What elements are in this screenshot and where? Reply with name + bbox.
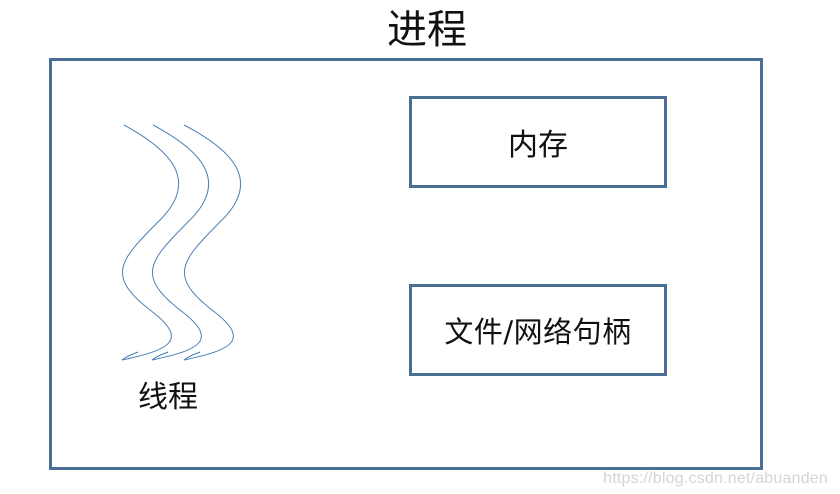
process-box bbox=[49, 58, 763, 470]
process-title: 进程 bbox=[387, 7, 467, 53]
thread-line-3 bbox=[183, 124, 242, 361]
thread-label: 线程 bbox=[138, 380, 198, 415]
thread-line-3-tip bbox=[183, 351, 201, 361]
watermark-url: https://blog.csdn.net/abuanden bbox=[603, 470, 828, 487]
thread-line-1 bbox=[121, 124, 180, 361]
file-network-handle-label: 文件/网络句柄 bbox=[444, 315, 632, 349]
thread-line-2-tip bbox=[151, 351, 169, 361]
memory-box: 内存 bbox=[409, 96, 667, 188]
thread-line-1-tip bbox=[121, 351, 139, 361]
threads-icon bbox=[121, 124, 242, 361]
thread-line-2 bbox=[151, 124, 210, 361]
memory-label: 内存 bbox=[508, 128, 568, 163]
file-network-handle-box: 文件/网络句柄 bbox=[409, 284, 667, 376]
